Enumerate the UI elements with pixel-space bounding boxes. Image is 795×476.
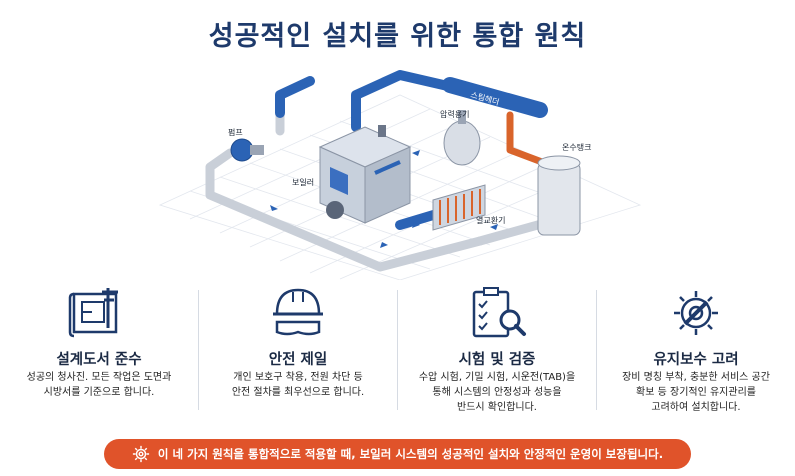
- safety-helmet-goggles-icon: [273, 288, 323, 336]
- principle-title: 시험 및 검증: [458, 352, 536, 368]
- steam-header-pipe: [442, 77, 548, 118]
- expansion-tank: [443, 110, 481, 166]
- summary-banner: 이 네 가지 원칙을 통합적으로 적용할 때, 보일러 시스템의 성공적인 설치…: [104, 439, 691, 469]
- divider: [397, 290, 398, 410]
- description-line: 고려하여 설치합니다.: [651, 402, 741, 413]
- description-line: 확보 등 장기적인 유지관리를: [636, 387, 756, 398]
- principle-description: 성공의 청사진. 모든 작업은 도면과 시방서를 기준으로 합니다.: [4, 370, 194, 400]
- hot-water-tank: [537, 155, 581, 236]
- page-title: 성공적인 설치를 위한 통합 원칙: [208, 21, 587, 52]
- divider: [198, 290, 199, 410]
- description-line: 안전 절차를 최우선으로 합니다.: [231, 387, 365, 398]
- description-line: 통해 시스템의 안정성과 성능을: [432, 387, 562, 398]
- pump: [230, 138, 264, 162]
- gear-icon: [132, 445, 150, 463]
- principle-card-safety: 안전 제일 개인 보호구 착용, 전원 차단 등 안전 절차를 최우선으로 합니…: [199, 282, 397, 432]
- checklist-magnifier-icon: [472, 287, 526, 338]
- boiler-label: 보일러: [292, 178, 314, 187]
- principle-title: 유지보수 고려: [653, 352, 739, 368]
- description-line: 개인 보호구 착용, 전원 차단 등: [233, 372, 363, 383]
- heat-exchanger-label: 열교환기: [476, 215, 505, 225]
- description-line: 시방서를 기준으로 합니다.: [43, 387, 155, 398]
- pump-label: 펌프: [228, 127, 243, 137]
- description-line: 수압 시험, 기밀 시험, 시운전(TAB)을: [418, 372, 576, 383]
- principle-card-testing: 시험 및 검증 수압 시험, 기밀 시험, 시운전(TAB)을 통해 시스템의 …: [398, 282, 596, 432]
- principle-description: 수압 시험, 기밀 시험, 시운전(TAB)을 통해 시스템의 안정성과 성능을…: [402, 370, 592, 415]
- principle-card-design: 설계도서 준수 성공의 청사진. 모든 작업은 도면과 시방서를 기준으로 합니…: [0, 282, 198, 432]
- blueprint-caliper-icon: [68, 288, 118, 338]
- principles-section: 설계도서 준수 성공의 청사진. 모든 작업은 도면과 시방서를 기준으로 합니…: [0, 282, 795, 432]
- hot-water-pipe: [506, 111, 554, 169]
- description-line: 장비 명칭 부착, 충분한 서비스 공간: [622, 372, 770, 383]
- heat-exchanger: [432, 184, 486, 231]
- flow-arrows: [270, 82, 498, 248]
- principle-description: 개인 보호구 착용, 전원 차단 등 안전 절차를 최우선으로 합니다.: [203, 370, 393, 400]
- divider: [596, 290, 597, 410]
- gear-wrench-icon: [674, 291, 718, 335]
- summary-text: 이 네 가지 원칙을 통합적으로 적용할 때, 보일러 시스템의 성공적인 설치…: [157, 447, 664, 461]
- boiler: [318, 125, 412, 224]
- description-line: 성공의 청사진. 모든 작업은 도면과: [26, 372, 172, 383]
- hot-water-tank-label: 온수탱크: [562, 142, 591, 152]
- expansion-tank-label: 압력용기: [440, 109, 469, 119]
- boiler-system-diagram: 펌프 보일러 압력용기 스팀헤더 온수탱크 열교환기: [150, 55, 645, 280]
- principle-card-maintenance: 유지보수 고려 장비 명칭 부착, 충분한 서비스 공간 확보 등 장기적인 유…: [597, 282, 795, 432]
- principle-title: 안전 제일: [268, 352, 328, 368]
- principle-description: 장비 명칭 부착, 충분한 서비스 공간 확보 등 장기적인 유지관리를 고려하…: [601, 370, 791, 415]
- boiler-system-illustration: 펌프 보일러 압력용기 스팀헤더 온수탱크 열교환기: [158, 70, 642, 280]
- description-line: 반드시 확인합니다.: [457, 402, 537, 413]
- principle-title: 설계도서 준수: [56, 352, 142, 368]
